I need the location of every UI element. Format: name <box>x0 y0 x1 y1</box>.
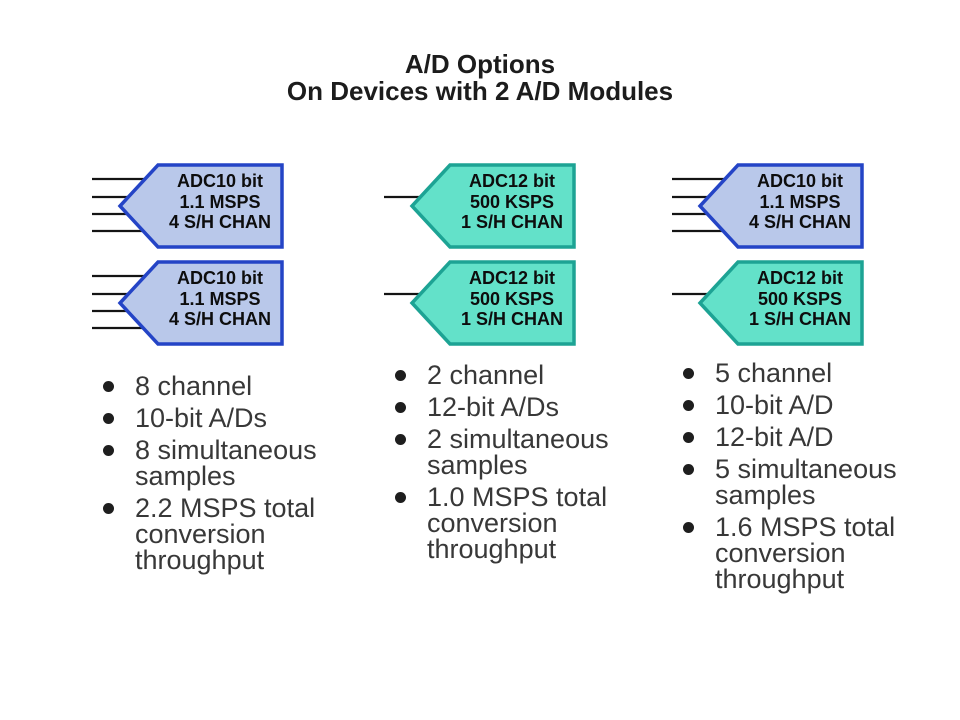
bullet-icon <box>683 400 694 411</box>
module-label-line1: ADC10 bit <box>757 171 843 191</box>
bullet-item: 10-bit A/Ds <box>103 403 349 433</box>
module-label-line2: 500 KSPS <box>470 192 554 212</box>
bullet-icon <box>683 432 694 443</box>
bullet-icon <box>395 434 406 445</box>
module-label-line2: 1.1 MSPS <box>759 192 840 212</box>
bullet-icon <box>395 402 406 413</box>
module-label-line2: 1.1 MSPS <box>179 192 260 212</box>
bullet-item: 2 channel <box>395 360 641 390</box>
adc-module-right-bottom: ADC12 bit 500 KSPS 1 S/H CHAN <box>670 258 868 350</box>
adc-module-middle-top: ADC12 bit 500 KSPS 1 S/H CHAN <box>382 161 580 253</box>
bullet-icon <box>683 464 694 475</box>
adc10-shape <box>117 260 284 346</box>
adc12-shape <box>697 260 864 346</box>
adc10-shape <box>697 163 864 249</box>
bullet-text: 10-bit A/Ds <box>135 403 268 433</box>
bullet-text: 5 simultaneous samples <box>715 454 897 510</box>
bullet-text: 12-bit A/Ds <box>427 392 560 422</box>
bullet-icon <box>395 370 406 381</box>
bullet-text: 1.0 MSPS total conversion throughput <box>427 482 608 564</box>
slide-title: A/D Options On Devices with 2 A/D Module… <box>0 51 960 105</box>
bullet-icon <box>395 492 406 503</box>
bullet-item: 10-bit A/D <box>683 390 929 420</box>
adc10-arrow-shape-icon: ADC10 bit 1.1 MSPS 4 S/H CHAN <box>92 163 284 249</box>
module-label-line2: 500 KSPS <box>470 289 554 309</box>
title-line-2: On Devices with 2 A/D Modules <box>286 76 674 106</box>
bullet-text: 1.6 MSPS total conversion throughput <box>715 512 896 594</box>
adc12-shape <box>409 163 576 249</box>
bullet-item: 8 simultaneous samples <box>103 435 349 491</box>
bullet-text: 2 simultaneous samples <box>427 424 609 480</box>
bullet-item: 2.2 MSPS total conversion throughput <box>103 493 349 575</box>
adc12-shape <box>409 260 576 346</box>
module-label-line3: 1 S/H CHAN <box>749 309 851 329</box>
module-label-line1: ADC12 bit <box>757 268 843 288</box>
bullet-text: 5 channel <box>715 358 833 388</box>
bullet-item: 12-bit A/D <box>683 422 929 452</box>
bullet-text: 2.2 MSPS total conversion throughput <box>135 493 316 575</box>
adc-module-right-top: ADC10 bit 1.1 MSPS 4 S/H CHAN <box>670 161 868 253</box>
bullet-text: 12-bit A/D <box>715 422 834 452</box>
bullet-icon <box>103 445 114 456</box>
adc10-shape <box>117 163 284 249</box>
bullet-icon <box>103 503 114 514</box>
bullet-icon <box>103 381 114 392</box>
bullet-text: 10-bit A/D <box>715 390 834 420</box>
bullet-list-left: 8 channel 10-bit A/Ds 8 simultaneous sam… <box>103 373 349 579</box>
adc-module-left-top: ADC10 bit 1.1 MSPS 4 S/H CHAN <box>90 161 288 253</box>
adc12-arrow-shape-icon: ADC12 bit 500 KSPS 1 S/H CHAN <box>384 260 576 346</box>
module-label-line1: ADC12 bit <box>469 268 555 288</box>
module-label-line3: 1 S/H CHAN <box>461 212 563 232</box>
module-label-line3: 4 S/H CHAN <box>749 212 851 232</box>
module-label-line1: ADC10 bit <box>177 171 263 191</box>
title-line-1: A/D Options <box>404 49 556 79</box>
bullet-list-right: 5 channel 10-bit A/D 12-bit A/D 5 simult… <box>683 360 929 598</box>
adc-module-left-bottom: ADC10 bit 1.1 MSPS 4 S/H CHAN <box>90 258 288 350</box>
bullet-icon <box>683 522 694 533</box>
bullet-text: 8 channel <box>135 371 253 401</box>
bullet-icon <box>103 413 114 424</box>
bullet-item: 1.0 MSPS total conversion throughput <box>395 482 641 564</box>
module-label-line3: 1 S/H CHAN <box>461 309 563 329</box>
module-label-line3: 4 S/H CHAN <box>169 212 271 232</box>
adc-module-middle-bottom: ADC12 bit 500 KSPS 1 S/H CHAN <box>382 258 580 350</box>
module-label-line1: ADC10 bit <box>177 268 263 288</box>
module-label-line3: 4 S/H CHAN <box>169 309 271 329</box>
adc12-arrow-shape-icon: ADC12 bit 500 KSPS 1 S/H CHAN <box>672 260 864 346</box>
bullet-item: 5 channel <box>683 358 929 388</box>
adc12-arrow-shape-icon: ADC12 bit 500 KSPS 1 S/H CHAN <box>384 163 576 249</box>
module-label-line2: 1.1 MSPS <box>179 289 260 309</box>
bullet-item: 5 simultaneous samples <box>683 454 929 510</box>
bullet-item: 1.6 MSPS total conversion throughput <box>683 512 929 594</box>
bullet-item: 2 simultaneous samples <box>395 424 641 480</box>
bullet-text: 2 channel <box>427 360 545 390</box>
adc10-arrow-shape-icon: ADC10 bit 1.1 MSPS 4 S/H CHAN <box>672 163 864 249</box>
module-label-line1: ADC12 bit <box>469 171 555 191</box>
bullet-text: 8 simultaneous samples <box>135 435 317 491</box>
bullet-item: 8 channel <box>103 371 349 401</box>
module-label-line2: 500 KSPS <box>758 289 842 309</box>
bullet-icon <box>683 368 694 379</box>
adc10-arrow-shape-icon: ADC10 bit 1.1 MSPS 4 S/H CHAN <box>92 260 284 346</box>
bullet-item: 12-bit A/Ds <box>395 392 641 422</box>
bullet-list-middle: 2 channel 12-bit A/Ds 2 simultaneous sam… <box>395 362 641 568</box>
